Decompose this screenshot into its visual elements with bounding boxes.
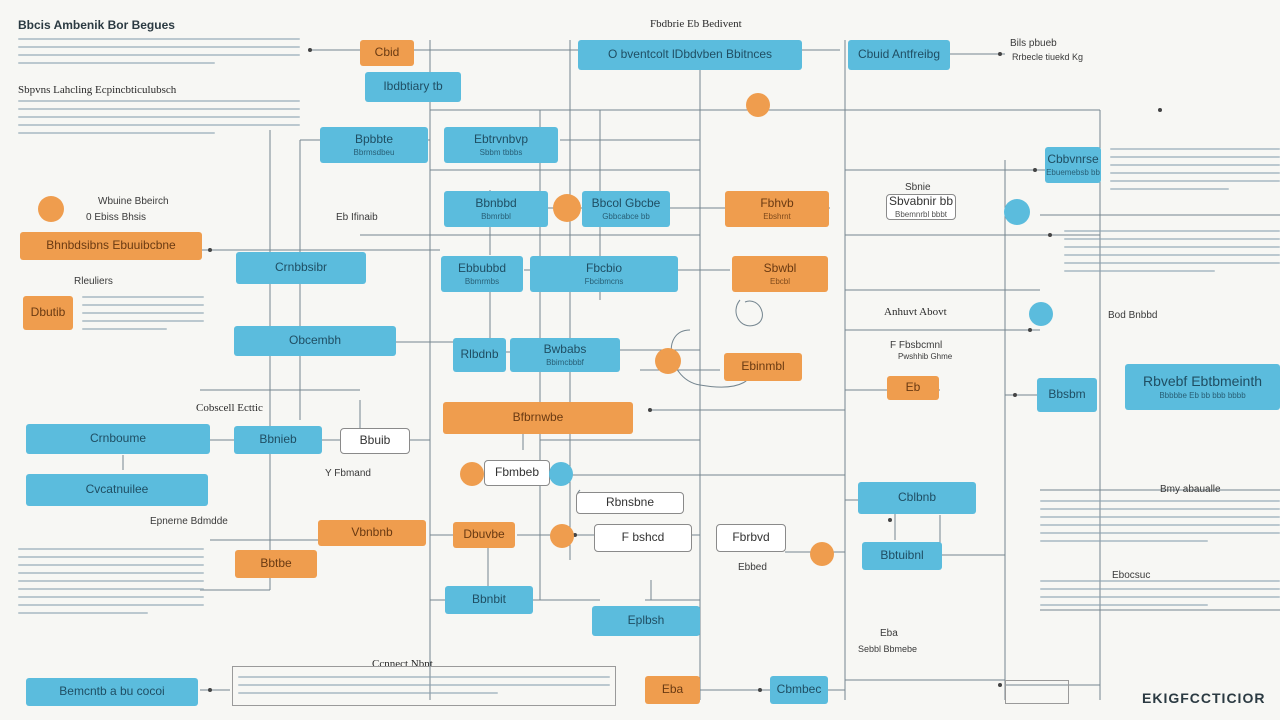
node-dot-blue-2[interactable] (1029, 302, 1053, 326)
node-eb[interactable]: Eb (887, 376, 939, 400)
node-ebinmbl[interactable]: Ebinmbl (724, 353, 802, 381)
label-ebbed: Ebbed (738, 562, 767, 573)
node-eplbsh[interactable]: Eplbsh (592, 606, 700, 636)
label-connect: Ccnnect Nbnt (372, 658, 433, 670)
node-fbrbvd[interactable]: Fbrbvd (716, 524, 786, 552)
text-block-bottom-left (18, 548, 204, 638)
text-block-left-2 (18, 100, 300, 146)
label-cobscell: Cobscell Ecttic (196, 402, 263, 414)
node-dot-orange-left[interactable] (38, 196, 64, 222)
label-rieuliers: Rleuliers (74, 276, 113, 287)
node-fbmbeb[interactable]: Fbmbeb (484, 460, 550, 486)
node-rlbdnb[interactable]: Rlbdnb (453, 338, 506, 372)
label-ebiss: 0 Ebiss Bhsis (86, 212, 147, 223)
node-dot-blue-1[interactable] (1004, 199, 1030, 225)
footer-logo-text: EKIGFCCTICIOR (1142, 690, 1266, 706)
node-obventcolt[interactable]: O bventcolt lDbdvben Bbitnces (578, 40, 802, 70)
text-block-right-4 (1040, 580, 1280, 620)
text-block-right-3 (1040, 500, 1280, 560)
node-bbnbit-white[interactable]: Bbuib (340, 428, 410, 454)
text-block-bottom (238, 676, 610, 702)
text-block-top-left (18, 38, 300, 78)
node-bbnieb[interactable]: Bbnieb (234, 426, 322, 454)
section-label-left: Sbpvns Lahcling Ecpincbticulubsch (18, 84, 177, 96)
label-eybmand: Y Fbmand (325, 468, 371, 479)
label-eba: Eba (880, 628, 898, 639)
node-cbmbec[interactable]: Cbmbec (770, 676, 828, 704)
text-block-bottom-frame (232, 666, 616, 706)
node-ebsb[interactable]: Eba (645, 676, 700, 704)
node-bbsbm[interactable]: Bbsbm (1037, 378, 1097, 412)
node-dot-blue-3[interactable] (549, 462, 573, 486)
node-cbid[interactable]: Cbid (360, 40, 414, 66)
node-vbnbnb[interactable]: Vbnbnb (318, 520, 426, 546)
node-bemcntb[interactable]: Bemcntb a bu cocoi (26, 678, 198, 706)
node-dot-orange-5[interactable] (550, 524, 574, 548)
node-bbtbe[interactable]: Bbtbe (235, 550, 317, 578)
node-sbfurbe[interactable]: Bfbrnwbe (443, 402, 633, 434)
node-crnbbsibr[interactable]: Crnbbsibr (236, 252, 366, 284)
top-label: Fbdbrie Eb Bedivent (650, 18, 742, 30)
node-cvcatnuilee[interactable]: Cvcatnuilee (26, 474, 208, 506)
text-block-bottom-right-frame (1005, 680, 1069, 704)
node-dot-orange-1[interactable] (746, 93, 770, 117)
node-rbnsbne[interactable]: Rbnsbne (576, 492, 684, 514)
text-block-right-2 (1064, 230, 1280, 286)
text-block-right-1 (1110, 148, 1280, 206)
text-block-left-3 (82, 296, 204, 344)
node-crnboume[interactable]: Crnboume (26, 424, 210, 454)
label-bod: Bod Bnbbd (1108, 310, 1158, 321)
node-ibdbtiary[interactable]: Ibdbtiary tb (365, 72, 461, 102)
label-ebocsuc: Ebocsuc (1112, 570, 1151, 581)
label-sbnie: Sbnie (905, 182, 931, 193)
label-anhuvt: Anhuvt Abovt (884, 306, 947, 318)
label-eba-sub: Sebbl Bbmebe (858, 644, 918, 654)
label-eb-ifinaib: Eb Ifinaib (336, 212, 378, 223)
top-right-label: Bils pbueb (1010, 38, 1057, 49)
label-fbsbcmnl: F Fbsbcmnl (890, 340, 943, 351)
node-bhnbdsibns[interactable]: Bhnbdsibns Ebuuibcbne (20, 232, 202, 260)
node-dot-orange-4[interactable] (460, 462, 484, 486)
node-dbuvbe[interactable]: Dbuvbe (453, 522, 515, 548)
node-dot-orange-3[interactable] (655, 348, 681, 374)
node-dbutib[interactable]: Dbutib (23, 296, 73, 330)
label-epnerne: Epnerne Bdmdde (150, 516, 228, 527)
node-bbtuibnl[interactable]: Bbtuibnl (862, 542, 942, 570)
node-bbuib[interactable]: Bbnbit (445, 586, 533, 614)
node-dot-orange-2[interactable] (553, 194, 581, 222)
page-title: Bbcis Ambenik Bor Begues (18, 18, 175, 32)
node-fbshcd[interactable]: F bshcd (594, 524, 692, 552)
node-cbuid-antfreibg[interactable]: Cbuid Antfreibg (848, 40, 950, 70)
top-right-sublabel: Rrbecle tiuekd Kg (1012, 52, 1084, 62)
node-cblbnb[interactable]: Cblbnb (858, 482, 976, 514)
label-bmy: Bmy abaualle (1160, 484, 1221, 495)
label-fbsbcmnl-sub: Pwshhib Ghme (898, 352, 953, 361)
node-obcembh[interactable]: Obcembh (234, 326, 396, 356)
node-dot-orange-6[interactable] (810, 542, 834, 566)
label-wbuine: Wbuine Bbeirch (98, 196, 169, 207)
